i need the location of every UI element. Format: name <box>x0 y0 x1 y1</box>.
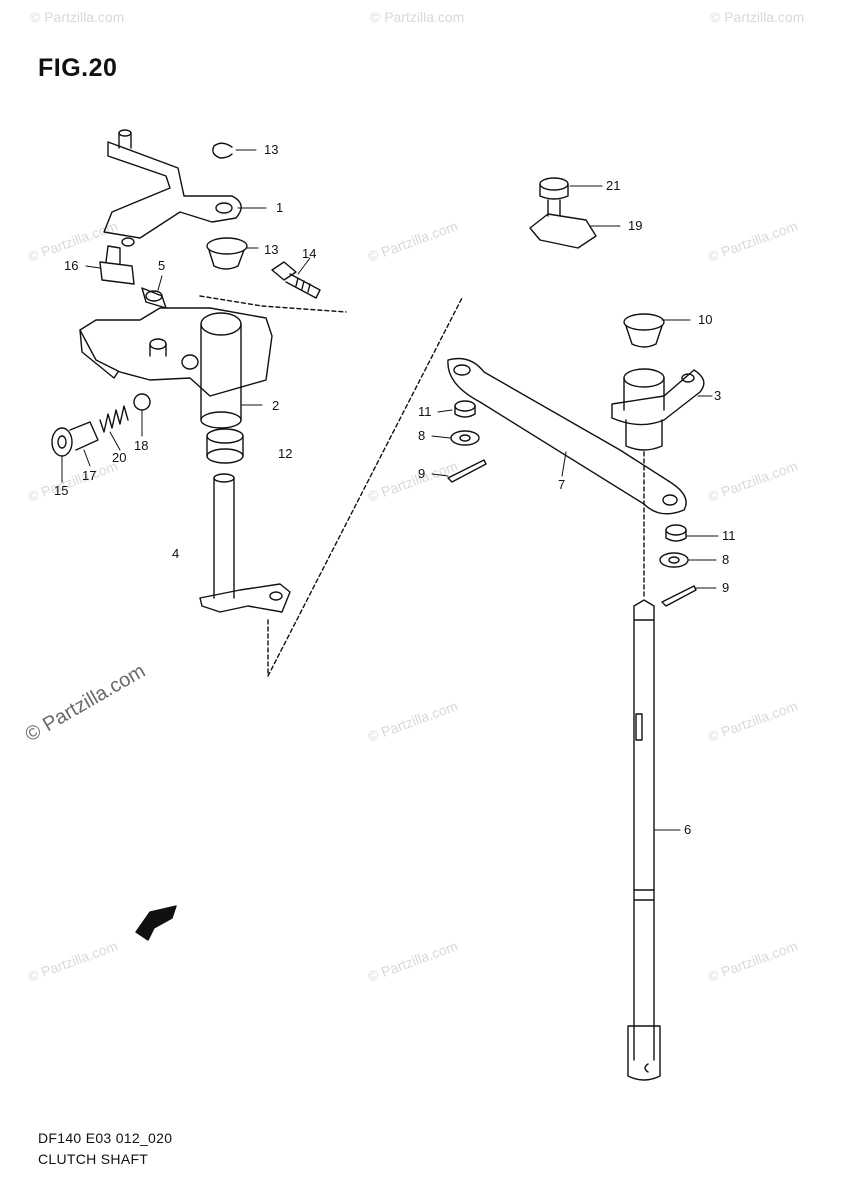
callout-19: 19 <box>628 218 642 233</box>
callout-8: 8 <box>722 552 729 567</box>
callout-labels: 13 1 13 14 16 5 2 12 18 15 17 20 4 21 19… <box>54 142 736 837</box>
diagram-code: DF140 E03 012_020 <box>38 1130 173 1146</box>
part-11-collar-lower <box>665 524 687 542</box>
callout-14: 14 <box>302 246 316 261</box>
part-9-cotter-pin-lower <box>661 585 697 607</box>
watermark: © Partzilla.com <box>366 218 460 265</box>
part-3-lever <box>611 368 705 451</box>
callout-17: 17 <box>82 468 96 483</box>
callout-10: 10 <box>698 312 712 327</box>
watermark: © Partzilla.com <box>706 938 800 985</box>
part-16-clip <box>99 245 135 285</box>
diagram-caption: CLUTCH SHAFT <box>38 1151 149 1167</box>
part-13-bushing <box>206 237 248 270</box>
callout-13: 13 <box>264 242 278 257</box>
callout-12: 12 <box>278 446 292 461</box>
callout-9: 9 <box>722 580 729 595</box>
watermark-grid: © Partzilla.com © Partzilla.com © Partzi… <box>22 9 805 985</box>
callout-1: 1 <box>276 200 283 215</box>
watermark: © Partzilla.com <box>706 698 800 745</box>
figure-title: FIG.20 <box>38 54 118 82</box>
callout-20: 20 <box>112 450 126 465</box>
callout-11: 11 <box>722 528 736 543</box>
part-8-washer-upper <box>450 430 480 446</box>
watermark: © Partzilla.com <box>710 9 804 25</box>
watermark: © Partzilla.com <box>366 698 460 745</box>
part-15-plug <box>51 427 73 457</box>
callout-21: 21 <box>606 178 620 193</box>
watermark: © Partzilla.com <box>26 938 120 985</box>
callout-13: 13 <box>264 142 278 157</box>
part-19-clamp <box>529 213 597 249</box>
watermark-large: © Partzilla.com <box>22 660 150 746</box>
leader-lines <box>61 149 719 831</box>
callout-5: 5 <box>158 258 165 273</box>
watermark: © Partzilla.com <box>706 218 800 265</box>
callout-15: 15 <box>54 483 68 498</box>
part-6-clutch-shaft <box>627 599 661 1081</box>
part-13-e-clip <box>212 142 233 159</box>
part-4-shift-shaft <box>199 473 291 613</box>
part-21-bolt <box>539 177 569 217</box>
part-17-washer <box>69 421 99 451</box>
callout-9: 9 <box>418 466 425 481</box>
callout-16: 16 <box>64 258 78 273</box>
callout-6: 6 <box>684 822 691 837</box>
callout-8: 8 <box>418 428 425 443</box>
fwd-arrow-icon: FWD <box>135 905 177 941</box>
part-2-shift-housing <box>79 307 273 429</box>
part-7-link-rod <box>447 357 687 515</box>
part-20-spring <box>99 405 129 433</box>
part-10-plug <box>623 313 665 348</box>
callout-2: 2 <box>272 398 279 413</box>
assembly-guide-lines-left <box>199 295 463 677</box>
part-12-ring <box>206 428 244 464</box>
part-1-lever <box>103 129 242 247</box>
watermark: © Partzilla.com <box>706 458 800 505</box>
watermark: © Partzilla.com <box>370 9 464 25</box>
part-11-collar-upper <box>454 400 476 418</box>
callout-4: 4 <box>172 546 179 561</box>
watermark: © Partzilla.com <box>366 938 460 985</box>
part-8-washer-lower <box>659 552 689 568</box>
part-18-ball <box>133 393 151 411</box>
callout-3: 3 <box>714 388 721 403</box>
callout-7: 7 <box>558 477 565 492</box>
watermark: © Partzilla.com <box>366 458 460 505</box>
callout-11: 11 <box>418 404 432 419</box>
part-14-bolt <box>271 261 321 299</box>
part-5-fitting <box>141 287 167 309</box>
callout-18: 18 <box>134 438 148 453</box>
watermark: © Partzilla.com <box>30 9 124 25</box>
part-9-cotter-pin-upper <box>447 459 487 483</box>
watermark: © Partzilla.com <box>26 458 120 505</box>
